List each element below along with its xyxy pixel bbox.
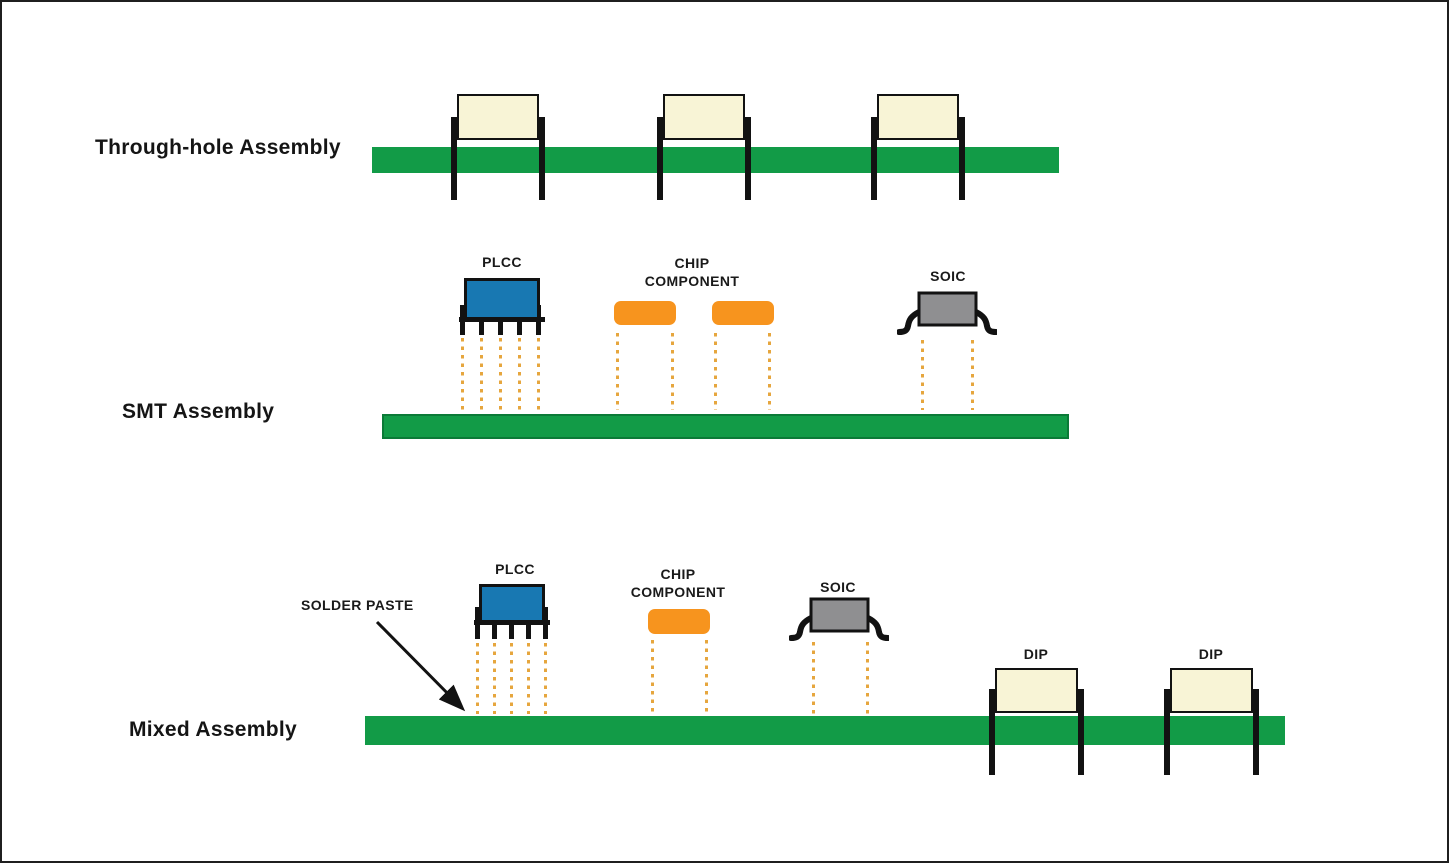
solder-paste-dot-line <box>921 340 924 410</box>
tht-component-body <box>663 94 745 140</box>
solder-paste-arrow <box>375 620 466 712</box>
chip-label-line1: CHIP <box>660 566 696 582</box>
smt-plcc-label: PLCC <box>482 254 522 270</box>
dip-label: DIP <box>1198 646 1224 662</box>
mixed-chip-component-label: CHIP COMPONENT <box>618 565 738 601</box>
solder-paste-dot-line <box>476 643 479 714</box>
solder-paste-dot-line <box>461 338 464 411</box>
gull-wing-leg-right <box>973 309 997 335</box>
smt-soic-component <box>897 291 997 335</box>
tht-component-leg <box>539 117 545 200</box>
dip-leg <box>1253 689 1259 775</box>
plcc-bottom-bar <box>474 620 550 625</box>
gull-wing-leg-right <box>865 615 889 641</box>
solder-paste-dot-line <box>480 338 483 411</box>
solder-paste-dot-line <box>544 643 547 714</box>
gull-wing-leg-left <box>897 309 922 335</box>
solder-paste-dot-line <box>499 338 502 411</box>
tht-component-leg <box>745 117 751 200</box>
mixed-chip-body <box>648 609 710 634</box>
solder-paste-dot-line <box>971 340 974 410</box>
solder-paste-dot-line <box>616 333 619 410</box>
tht-component-leg <box>657 117 663 200</box>
mixed-assembly-label: Mixed Assembly <box>129 718 297 741</box>
tht-component-leg <box>871 117 877 200</box>
solder-paste-dot-line <box>812 642 815 714</box>
chip-label-line2: COMPONENT <box>644 273 740 289</box>
solder-paste-dot-line <box>671 333 674 410</box>
dip-label: DIP <box>1023 646 1049 662</box>
solder-paste-dot-line <box>705 640 708 714</box>
solder-paste-dot-line <box>527 643 530 714</box>
smt-chip-body <box>712 301 774 325</box>
dip-leg <box>1078 689 1084 775</box>
through-hole-assembly-label: Through-hole Assembly <box>95 136 341 159</box>
through-hole-pcb-board <box>372 147 1059 173</box>
tht-component-body <box>457 94 539 140</box>
solder-paste-dot-line <box>768 333 771 410</box>
smt-chip-component-label: CHIP COMPONENT <box>632 254 752 290</box>
chip-label-line1: CHIP <box>674 255 710 271</box>
tht-component-body <box>877 94 959 140</box>
mixed-soic-label: SOIC <box>820 579 856 595</box>
solder-paste-label: SOLDER PASTE <box>301 597 414 613</box>
solder-paste-dot-line <box>651 640 654 714</box>
solder-paste-dot-line <box>714 333 717 410</box>
smt-soic-label: SOIC <box>930 268 966 284</box>
plcc-bottom-bar <box>459 317 545 322</box>
mixed-plcc-label: PLCC <box>495 561 535 577</box>
smt-chip-body <box>614 301 676 325</box>
chip-label-line2: COMPONENT <box>630 584 726 600</box>
dip-leg <box>989 689 995 775</box>
soic-body <box>809 597 870 633</box>
gull-wing-leg-left <box>789 615 814 641</box>
soic-body <box>917 291 978 327</box>
solder-paste-dot-line <box>493 643 496 714</box>
smt-assembly-label: SMT Assembly <box>122 400 275 423</box>
mixed-pcb-board <box>365 716 1285 745</box>
dip-leg <box>1164 689 1170 775</box>
smt-plcc-body <box>464 278 540 321</box>
mixed-plcc-body <box>479 584 545 625</box>
solder-paste-dot-line <box>866 642 869 714</box>
mixed-soic-component <box>789 597 889 641</box>
dip-body <box>1170 668 1253 713</box>
dip-body <box>995 668 1078 713</box>
solder-paste-dot-line <box>518 338 521 411</box>
solder-paste-dot-line <box>537 338 540 411</box>
tht-component-leg <box>451 117 457 200</box>
tht-component-leg <box>959 117 965 200</box>
solder-paste-dot-line <box>510 643 513 714</box>
smt-pcb-board <box>382 414 1069 439</box>
